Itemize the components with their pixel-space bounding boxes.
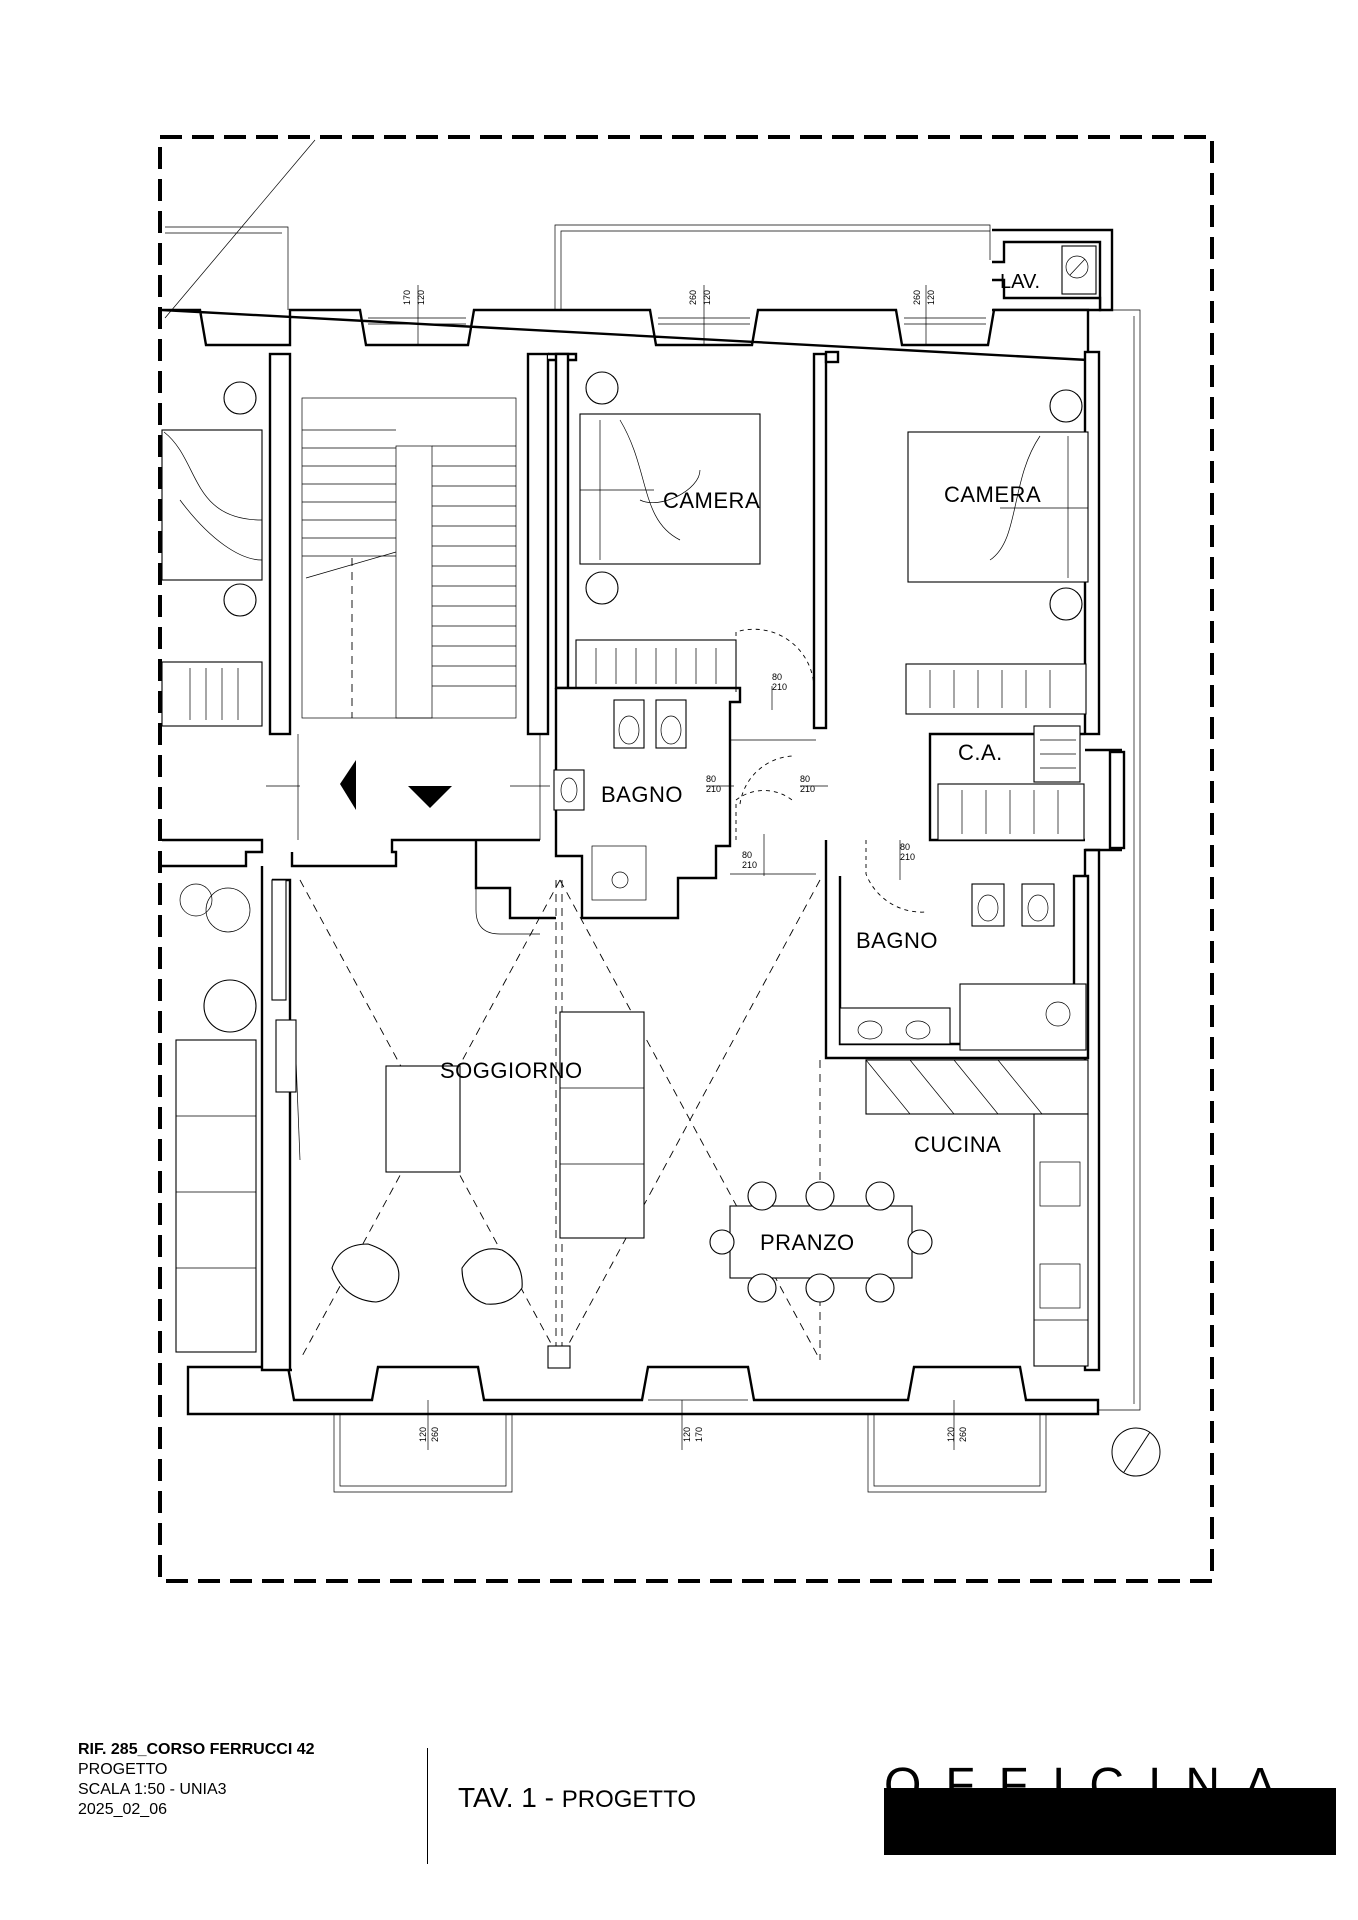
top-windows: 120 170 120 260 120 260: [368, 285, 986, 345]
svg-text:80: 80: [706, 774, 716, 784]
svg-text:210: 210: [706, 784, 721, 794]
svg-text:120: 120: [702, 290, 712, 305]
svg-text:80: 80: [772, 672, 782, 682]
soggiorno-label: SOGGIORNO: [440, 1058, 583, 1083]
living-furniture: [175, 883, 933, 1353]
svg-text:80: 80: [742, 850, 752, 860]
project-scale: SCALA 1:50 - UNIA3: [78, 1781, 227, 1798]
sheet-number: TAV. 1 -: [458, 1782, 554, 1813]
svg-text:80: 80: [900, 842, 910, 852]
svg-text:260: 260: [958, 1427, 968, 1442]
svg-text:170: 170: [694, 1427, 704, 1442]
svg-text:260: 260: [430, 1427, 440, 1442]
svg-text:210: 210: [742, 860, 757, 870]
bagno-2-label: BAGNO: [856, 928, 938, 953]
sheet-subtitle: PROGETTO: [561, 1786, 696, 1813]
project-ref: RIF. 285_CORSO FERRUCCI 42: [78, 1741, 315, 1758]
north-arrow-icon: [1111, 1427, 1161, 1477]
svg-text:120: 120: [418, 1427, 428, 1442]
svg-text:120: 120: [926, 290, 936, 305]
exterior-walls: [161, 308, 1126, 1416]
pranzo-label: PRANZO: [760, 1230, 855, 1255]
title-block: RIF. 285_CORSO FERRUCCI 42 PROGETTO SCAL…: [78, 1740, 1338, 1880]
camera-2-label: CAMERA: [944, 482, 1041, 507]
left-room: [161, 381, 263, 727]
sheet-title: TAV. 1 - PROGETTO: [458, 1782, 696, 1814]
studio-logo: OFFICINA 8A: [884, 1760, 1336, 1855]
title-block-divider: [427, 1748, 428, 1864]
svg-text:210: 210: [900, 852, 915, 862]
camera-1-label: CAMERA: [663, 488, 760, 513]
interior-walls: [162, 350, 1090, 1372]
bed-camera-1: [579, 371, 761, 605]
bottom-windows: 120 260 120 170 120 260: [333, 1399, 1047, 1493]
project-phase: PROGETTO: [78, 1761, 168, 1778]
lav-room: LAV.: [992, 228, 1114, 312]
studio-logo-bar: [884, 1788, 1336, 1855]
svg-text:260: 260: [688, 290, 698, 305]
project-date: 2025_02_06: [78, 1801, 167, 1818]
property-boundary: [158, 135, 1214, 1583]
lav-label: LAV.: [1000, 271, 1040, 293]
doors: 80 210 80 210 80 210 80 210 80 210: [706, 628, 927, 913]
kitchen: [865, 1059, 1089, 1367]
ca-label: C.A.: [958, 740, 1003, 765]
svg-text:80: 80: [800, 774, 810, 784]
svg-text:120: 120: [682, 1427, 692, 1442]
bed-camera-2: [907, 389, 1089, 621]
cucina-label: CUCINA: [914, 1132, 1001, 1157]
svg-text:170: 170: [402, 290, 412, 305]
staircase: [266, 352, 550, 840]
svg-text:260: 260: [912, 290, 922, 305]
svg-text:210: 210: [772, 682, 787, 692]
svg-text:210: 210: [800, 784, 815, 794]
svg-text:120: 120: [416, 290, 426, 305]
svg-text:120: 120: [946, 1427, 956, 1442]
title-block-info: RIF. 285_CORSO FERRUCCI 42 PROGETTO SCAL…: [78, 1740, 315, 1820]
bagno-1-label: BAGNO: [601, 782, 683, 807]
